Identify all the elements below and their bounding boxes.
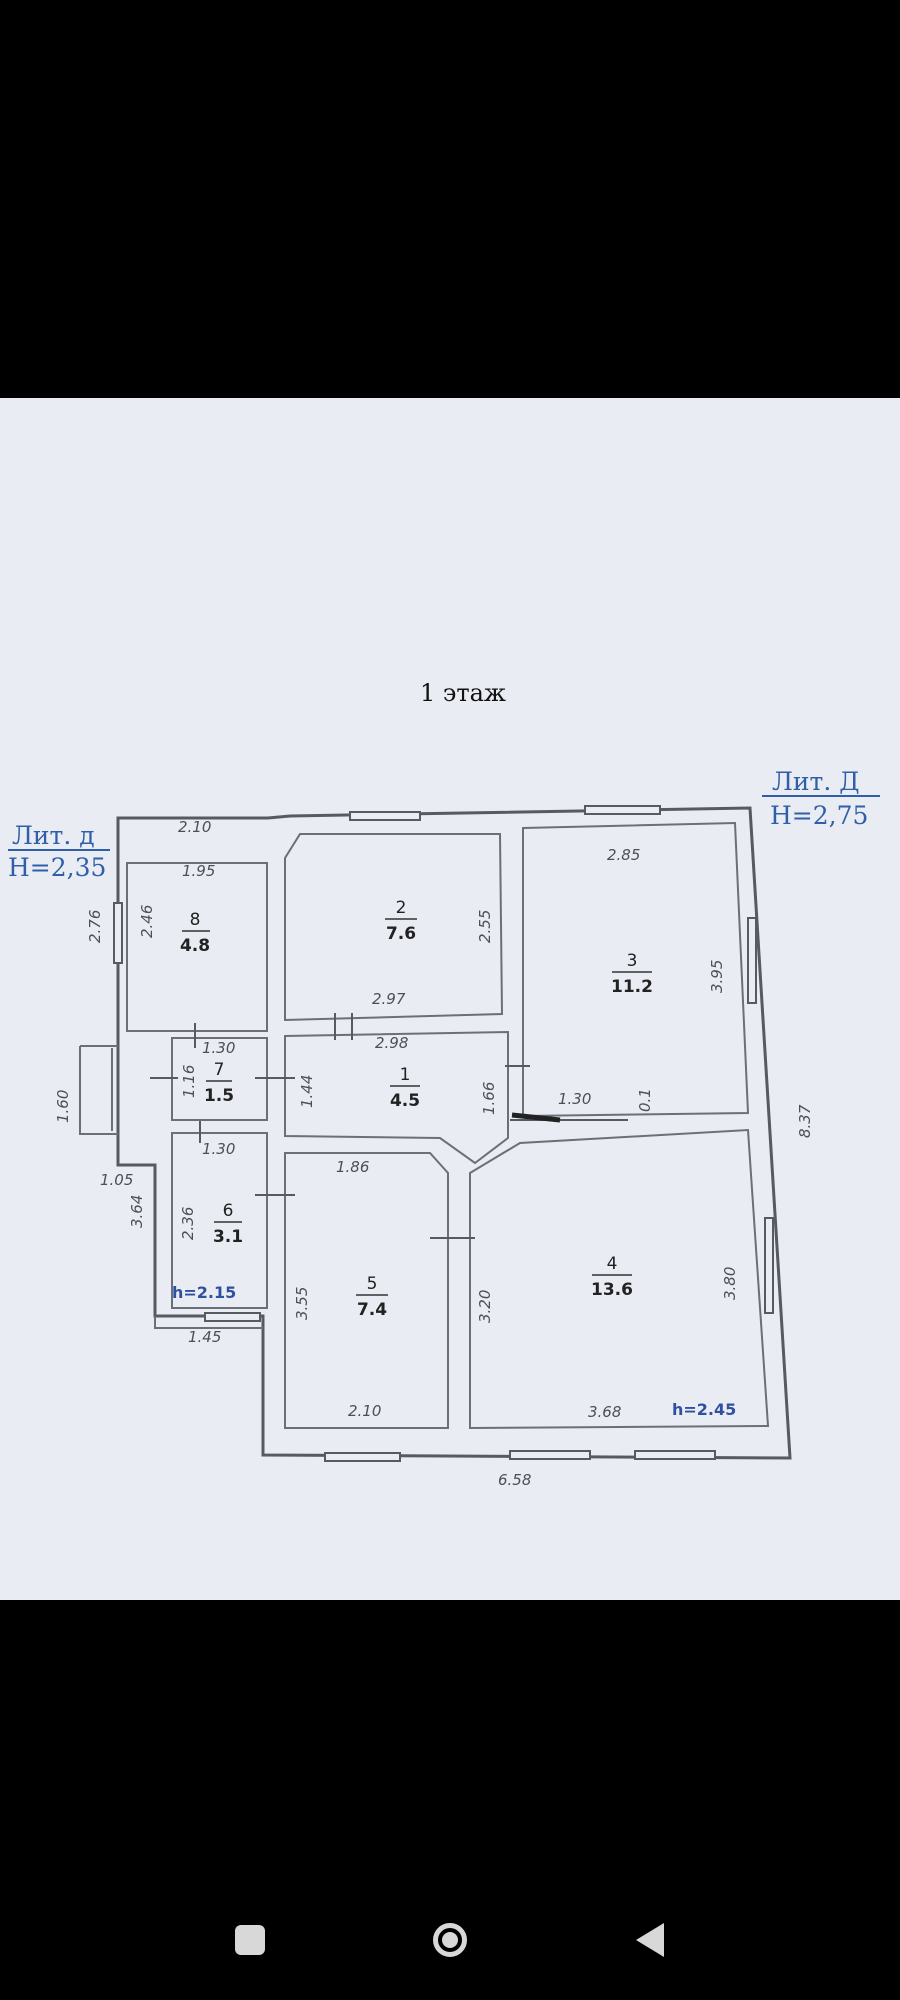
dim-1-66: 1.66 [480, 1082, 498, 1115]
circle-icon [433, 1923, 467, 1957]
windows [113, 805, 774, 1462]
dim-2-55: 2.55 [476, 910, 494, 943]
dim-1-45: 1.45 [188, 1328, 221, 1346]
dim-2-98: 2.98 [375, 1034, 408, 1052]
dim-8-37: 8.37 [796, 1104, 814, 1138]
lit-right-label: Лит. Д [772, 767, 860, 796]
dim-2-36: 2.36 [179, 1207, 197, 1240]
dim-0-1: 0.1 [636, 1088, 654, 1112]
floor-plan: 1 этаж Лит. д H=2,35 Лит. Д H=2,75 [8, 679, 880, 1489]
height-right: h=2.45 [672, 1400, 736, 1419]
room-7-label: 7 1.5 [204, 1060, 234, 1106]
svg-text:1: 1 [400, 1065, 411, 1085]
svg-text:2: 2 [396, 898, 407, 918]
floor-plan-sheet: 1 этаж Лит. д H=2,35 Лит. Д H=2,75 [0, 398, 900, 1600]
dim-1-05: 1.05 [100, 1171, 133, 1189]
system-nav-bar [0, 1880, 900, 2000]
room-1-label: 1 4.5 [390, 1065, 420, 1111]
dim-1-30-b: 1.30 [558, 1090, 591, 1108]
dim-1-30-c: 1.30 [202, 1140, 235, 1158]
svg-text:3: 3 [627, 951, 638, 971]
dim-1-95: 1.95 [182, 862, 215, 880]
dim-3-55: 3.55 [293, 1287, 311, 1320]
dim-2-85: 2.85 [607, 846, 640, 864]
dim-1-86: 1.86 [336, 1158, 369, 1176]
svg-text:13.6: 13.6 [591, 1280, 633, 1300]
room-3-label: 3 11.2 [611, 951, 653, 997]
dim-2-97: 2.97 [372, 990, 406, 1008]
svg-text:1.5: 1.5 [204, 1086, 234, 1106]
dimensions: 2.10 1.95 2.76 2.46 2.85 2.55 3.95 2.97 … [54, 818, 814, 1489]
svg-text:7: 7 [214, 1060, 225, 1080]
triangle-back-icon [636, 1923, 664, 1957]
height-left: h=2.15 [172, 1283, 236, 1302]
plan-title: 1 этаж [420, 679, 506, 707]
dim-1-60: 1.60 [54, 1090, 72, 1123]
dim-3-68: 3.68 [588, 1403, 621, 1421]
svg-text:11.2: 11.2 [611, 977, 653, 997]
back-button[interactable] [625, 1915, 675, 1965]
dim-2-46: 2.46 [138, 905, 156, 938]
room-walls [126, 821, 770, 1430]
room-5-label: 5 7.4 [356, 1274, 388, 1320]
lit-left-label: Лит. д [12, 821, 95, 850]
dim-3-95: 3.95 [708, 960, 726, 993]
svg-text:4.5: 4.5 [390, 1091, 420, 1111]
room-2-label: 2 7.6 [385, 898, 417, 944]
lit-right-height: H=2,75 [770, 801, 868, 830]
svg-text:5: 5 [367, 1274, 378, 1294]
dim-2-76: 2.76 [86, 910, 104, 943]
room-4-label: 4 13.6 [591, 1254, 633, 1300]
svg-text:3.1: 3.1 [213, 1227, 243, 1247]
square-icon [235, 1925, 265, 1955]
dim-1-44: 1.44 [298, 1075, 316, 1108]
dim-2-10-top: 2.10 [178, 818, 211, 836]
room-8-label: 8 4.8 [180, 910, 210, 956]
svg-text:4: 4 [607, 1254, 618, 1274]
dim-3-20: 3.20 [476, 1290, 494, 1323]
lit-left-height: H=2,35 [8, 853, 106, 882]
dim-1-30-a: 1.30 [202, 1039, 235, 1057]
dim-6-58: 6.58 [498, 1471, 531, 1489]
outer-walls [79, 806, 792, 1460]
dim-1-16: 1.16 [180, 1065, 198, 1098]
door-marks [150, 1013, 628, 1239]
dim-3-64: 3.64 [128, 1195, 146, 1228]
svg-text:8: 8 [190, 910, 201, 930]
svg-text:6: 6 [223, 1201, 234, 1221]
room-6-label: 6 3.1 [213, 1201, 243, 1247]
svg-text:7.6: 7.6 [386, 924, 416, 944]
home-button[interactable] [425, 1915, 475, 1965]
dim-3-80: 3.80 [721, 1267, 739, 1300]
svg-text:7.4: 7.4 [357, 1300, 387, 1320]
recents-button[interactable] [225, 1915, 275, 1965]
svg-text:4.8: 4.8 [180, 936, 210, 956]
dim-2-10-bottom: 2.10 [348, 1402, 381, 1420]
